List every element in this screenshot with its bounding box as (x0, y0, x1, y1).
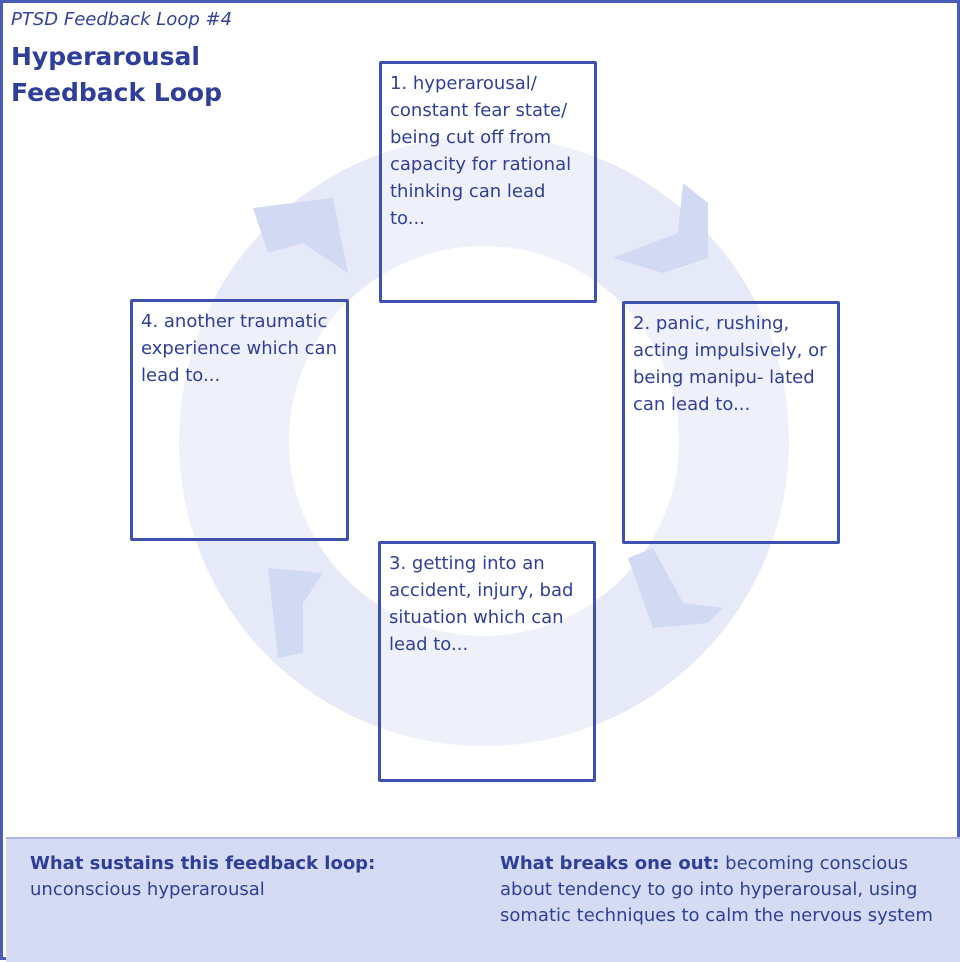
loop-step-1: 1. hyperarousal/ constant fear state/ be… (379, 61, 597, 303)
loop-ring (179, 136, 789, 746)
breaks-text: becoming conscious about tendency to go … (500, 853, 933, 926)
sustains-text: unconscious hyperarousal (30, 879, 265, 900)
cycle-arrow-top-left (253, 198, 348, 273)
cycle-arrows (253, 183, 723, 658)
sustains-label: What sustains this feedback loop: (30, 853, 376, 874)
loop-step-4: 4. another traumatic experience which ca… (130, 299, 349, 541)
breaks-section: What breaks one out: becoming conscious … (500, 851, 952, 929)
footer-panel: What sustains this feedback loop: uncons… (6, 837, 960, 962)
loop-step-2: 2. panic, rushing, acting impulsively, o… (622, 301, 840, 544)
series-label: PTSD Feedback Loop #4 (11, 9, 233, 30)
page-title: Hyperarousal Feedback Loop (11, 42, 222, 107)
sustains-section: What sustains this feedback loop: uncons… (30, 851, 450, 903)
breaks-label: What breaks one out: (500, 853, 720, 874)
cycle-arrow-bottom-right (628, 548, 723, 628)
loop-step-3: 3. getting into an accident, injury, bad… (378, 541, 596, 782)
cycle-arrow-bottom-left (268, 568, 323, 658)
cycle-arrow-top-right (613, 183, 708, 273)
ring-band (179, 136, 789, 746)
